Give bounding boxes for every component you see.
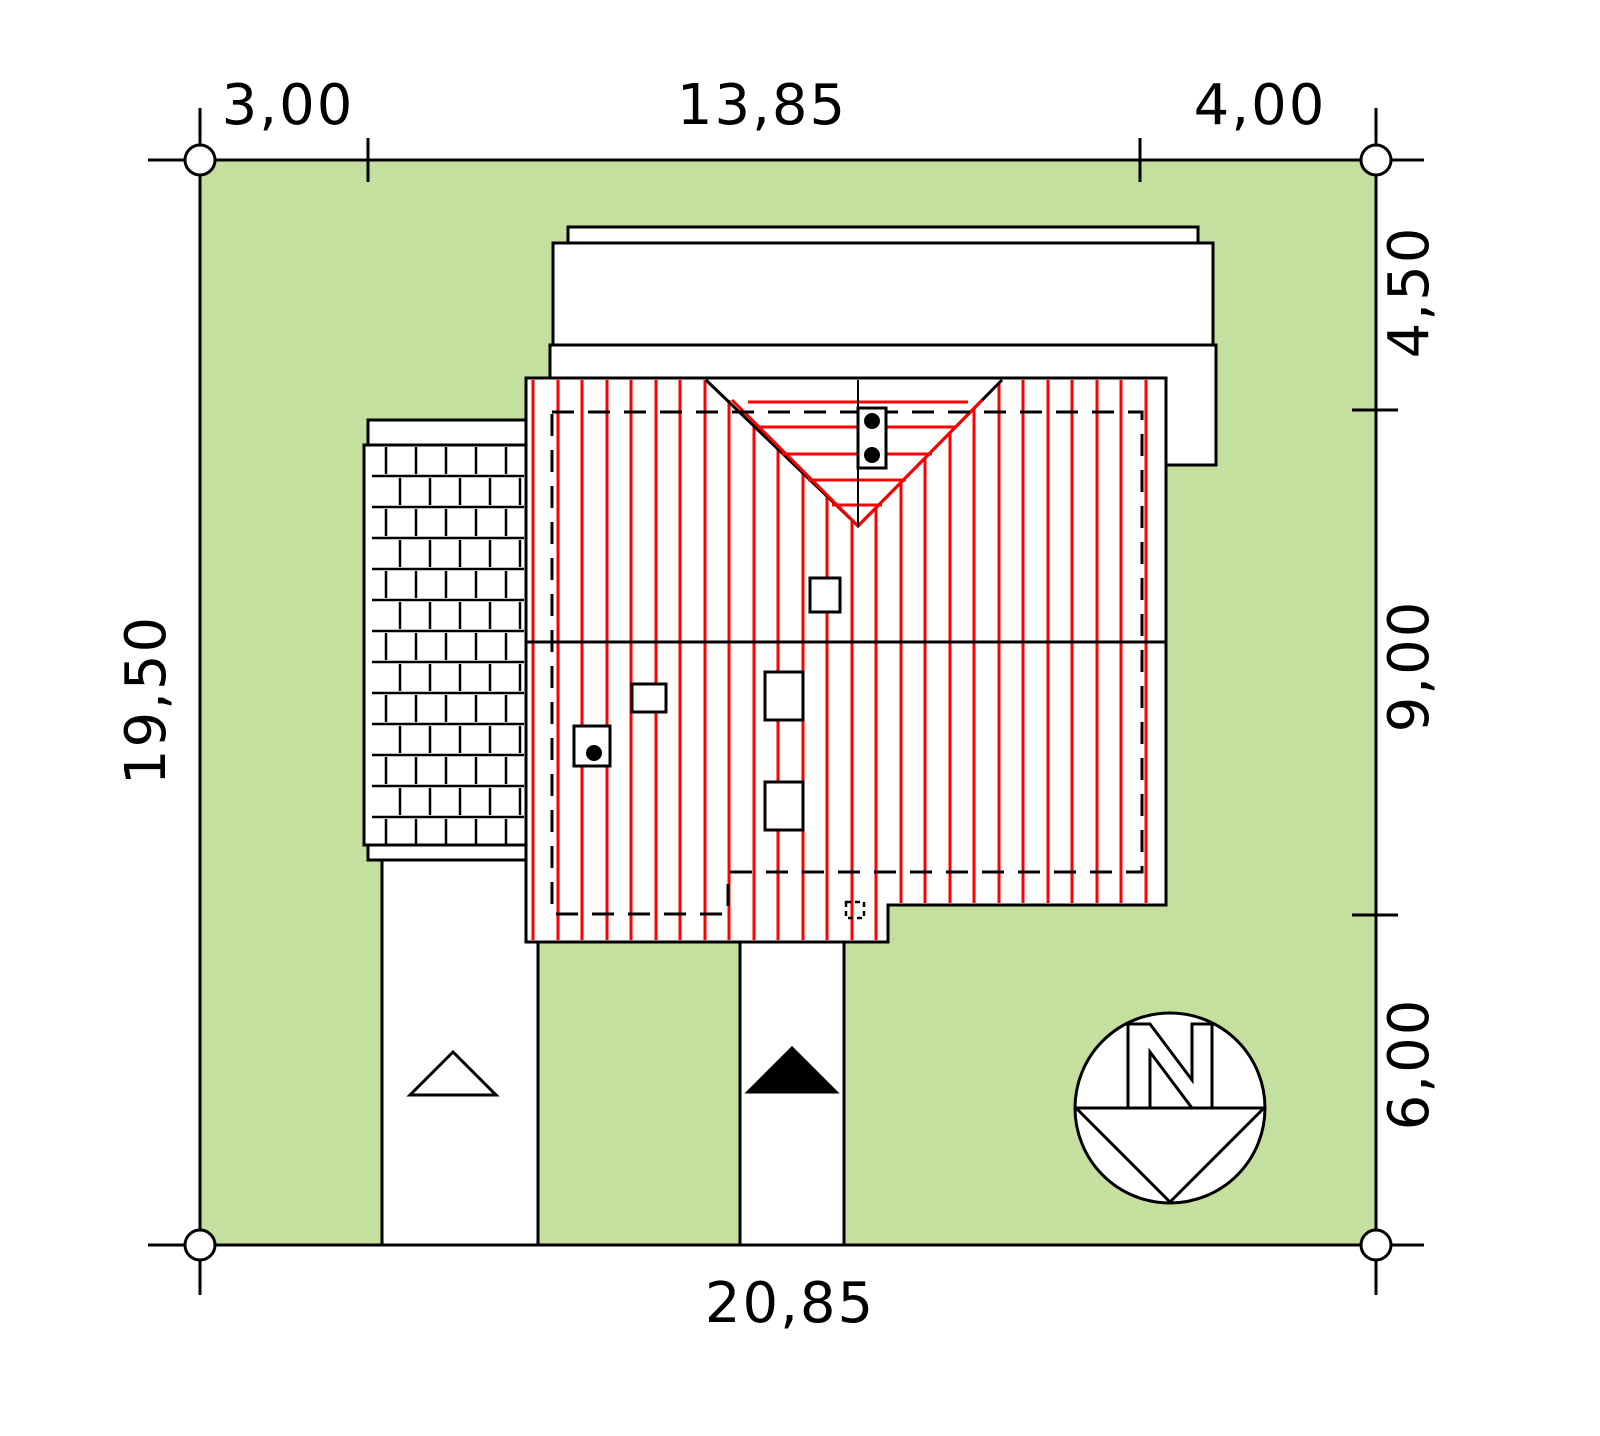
dimension-right-middle: 9,00	[1377, 600, 1442, 733]
plot-corner-marker	[1359, 143, 1393, 177]
dimension-bottom: 20,85	[705, 1271, 875, 1336]
dimension-right-top: 4,50	[1377, 226, 1442, 359]
dimension-top-right: 4,00	[1194, 73, 1327, 138]
dimension-lines	[148, 108, 1424, 1295]
plot-corner-marker	[1359, 1228, 1393, 1262]
dimension-right-bottom: 6,00	[1377, 998, 1442, 1131]
north-arrow-icon	[1073, 1011, 1267, 1205]
dimension-top-left: 3,00	[222, 73, 355, 138]
outline-triangle-icon	[406, 1049, 500, 1097]
dimension-left: 19,50	[114, 615, 179, 785]
compass-letter: N	[0, 0, 1, 1]
dimension-top-middle: 13,85	[677, 73, 847, 138]
garage-roof	[362, 418, 530, 862]
plot-corner-marker	[183, 143, 217, 177]
side-path	[380, 848, 540, 1247]
plot-corner-marker	[183, 1228, 217, 1262]
main-roof	[524, 376, 1168, 944]
filled-triangle-icon	[744, 1045, 840, 1094]
